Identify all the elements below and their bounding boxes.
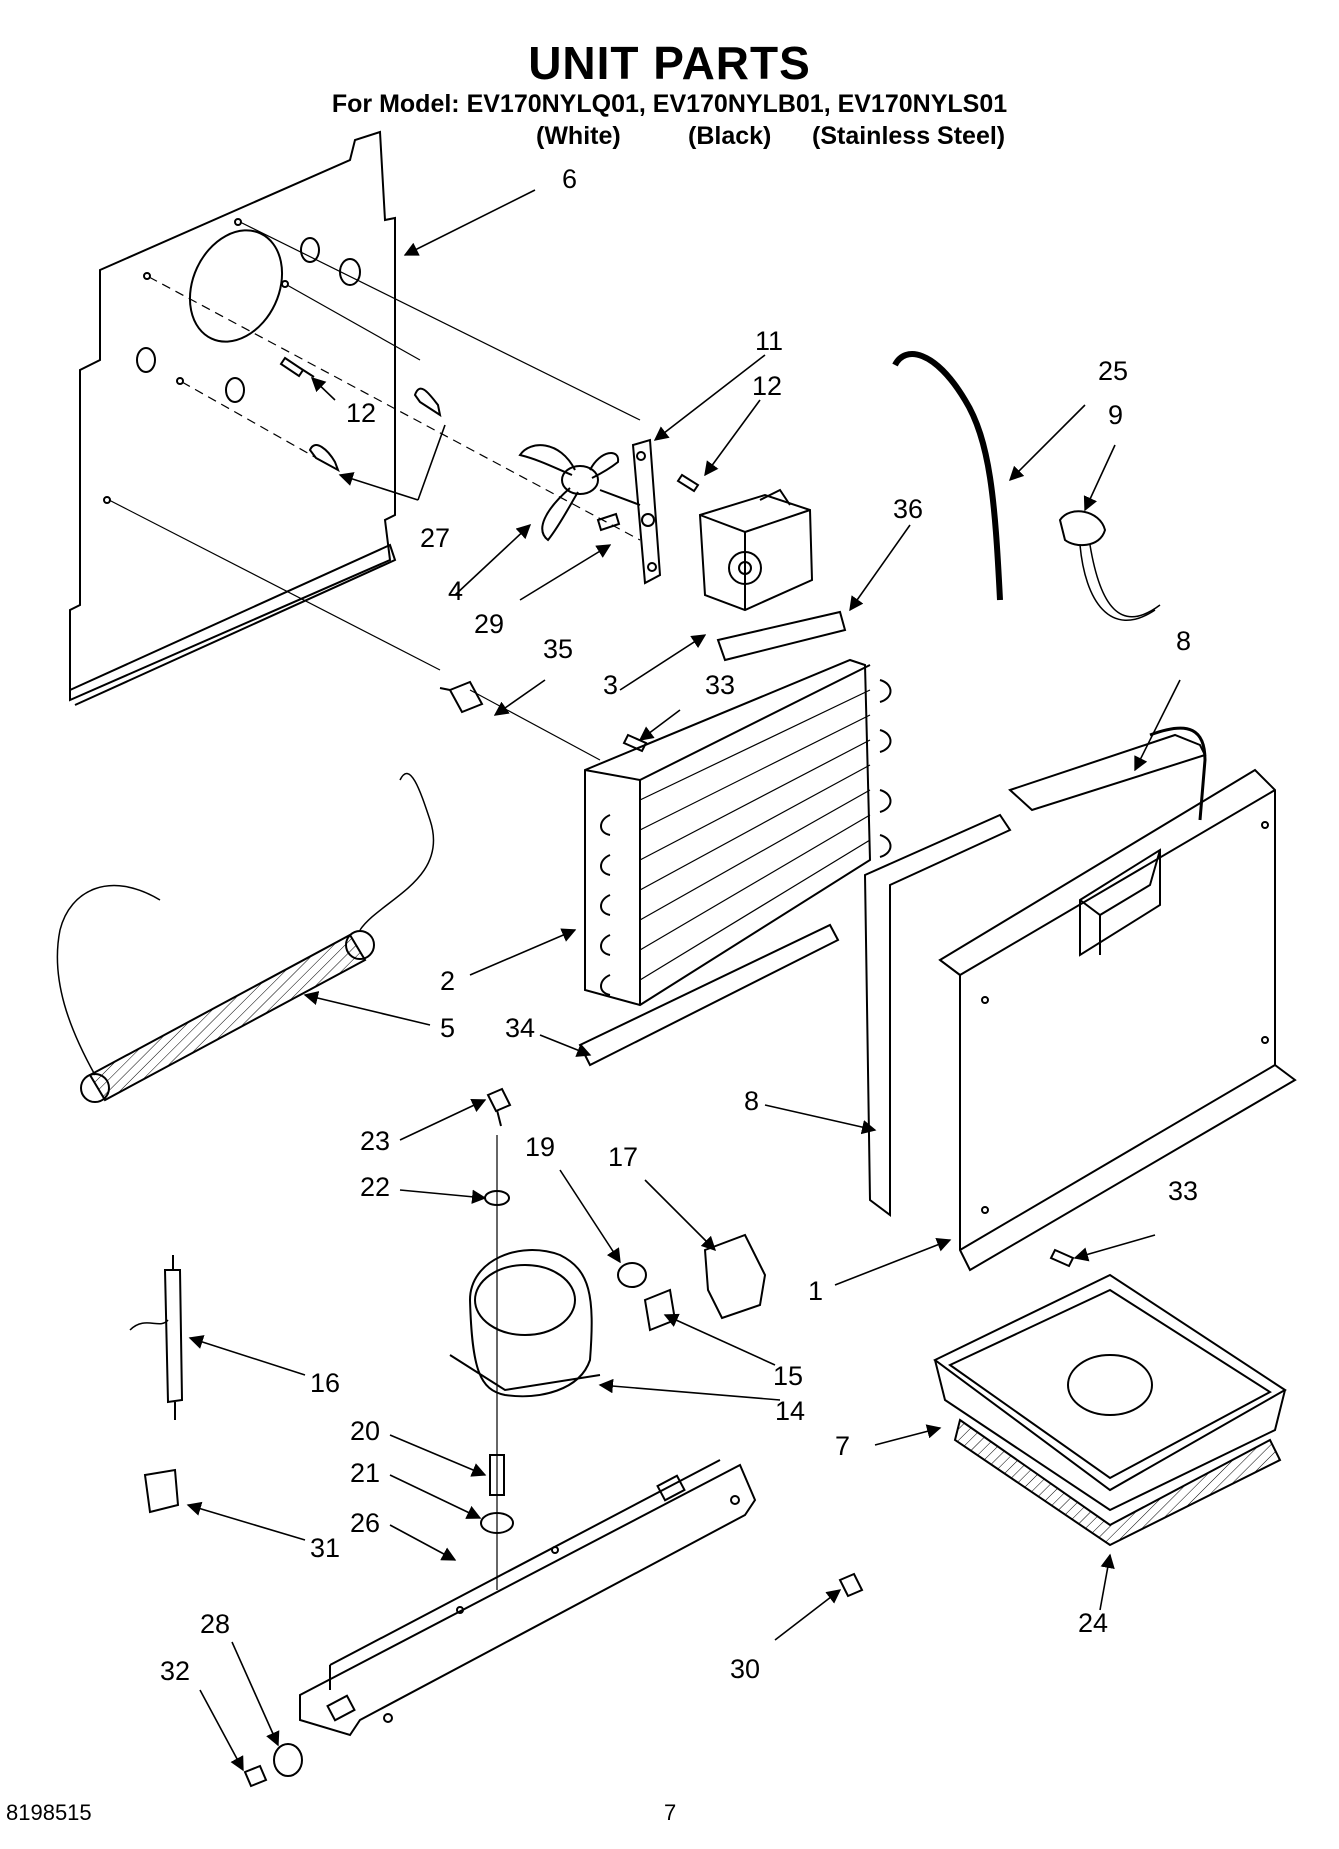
thermostat-part <box>1058 510 1161 622</box>
start-device-part <box>703 1233 767 1320</box>
drain-tube-part <box>892 351 1003 601</box>
callout-35: 35 <box>543 634 573 664</box>
callout-36: 36 <box>893 494 923 524</box>
drier-part <box>163 1255 184 1420</box>
callout-7: 7 <box>835 1431 850 1461</box>
doc-number: 8198515 <box>6 1800 92 1825</box>
fan-blade-part <box>518 444 641 542</box>
callout-17: 17 <box>608 1142 638 1172</box>
spacer-part <box>489 1454 505 1496</box>
callout-9: 9 <box>1108 400 1123 430</box>
callout-29: 29 <box>474 609 504 639</box>
callout-12: 12 <box>346 398 376 428</box>
strip-part <box>716 610 847 662</box>
callout-4: 4 <box>448 576 463 606</box>
model-line: For Model: EV170NYLQ01, EV170NYLB01, EV1… <box>331 90 1008 118</box>
callout-19: 19 <box>525 1132 555 1162</box>
evaporator-coil-part <box>584 658 892 1007</box>
variant-stainless: (Stainless Steel) <box>812 122 1006 150</box>
drain-fitting-part <box>439 680 484 714</box>
page-number: 7 <box>664 1800 677 1825</box>
callout-2: 2 <box>440 966 455 996</box>
callout-30: 30 <box>730 1654 760 1684</box>
bracket-part <box>631 438 662 585</box>
callout-25: 25 <box>1098 356 1128 386</box>
sleeve-part <box>243 1764 268 1788</box>
callout-28: 28 <box>200 1609 230 1639</box>
trough-part <box>578 923 840 1067</box>
callout-24: 24 <box>1078 1608 1108 1638</box>
callout-33: 33 <box>705 670 735 700</box>
variant-white: (White) <box>536 122 621 150</box>
callout-21: 21 <box>350 1458 380 1488</box>
callout-3: 3 <box>603 670 618 700</box>
callout-31: 31 <box>310 1533 340 1563</box>
callout-5: 5 <box>440 1013 455 1043</box>
callout-15: 15 <box>773 1361 803 1391</box>
callout-22: 22 <box>360 1172 390 1202</box>
callout-33: 33 <box>1168 1176 1198 1206</box>
callout-20: 20 <box>350 1416 380 1446</box>
page-title: UNIT PARTS <box>528 37 811 89</box>
variant-black: (Black) <box>688 122 772 150</box>
screw-part <box>596 512 621 532</box>
grommet-part <box>480 1512 514 1534</box>
fan-motor-part <box>698 488 814 612</box>
callout-11: 11 <box>755 326 783 356</box>
drain-pan-part <box>933 1273 1287 1512</box>
relay-part <box>643 1288 677 1332</box>
callout-27: 27 <box>420 523 450 553</box>
strip-part <box>1008 733 1207 812</box>
callout-12: 12 <box>752 371 782 401</box>
screw-part <box>279 356 315 378</box>
screw-part <box>838 1572 864 1598</box>
screw-part <box>1049 1248 1075 1268</box>
overload-part <box>617 1262 647 1288</box>
callout-6: 6 <box>562 164 577 194</box>
rear-panel-part <box>69 130 641 761</box>
callout-34: 34 <box>505 1013 535 1043</box>
liner-panel-part <box>938 768 1297 1272</box>
callout-32: 32 <box>160 1656 190 1686</box>
base-plate-part <box>299 1459 757 1737</box>
callout-1: 1 <box>808 1276 823 1306</box>
clip-part <box>413 387 442 418</box>
callout-8: 8 <box>744 1086 759 1116</box>
compressor-part <box>449 1249 601 1398</box>
callout-8: 8 <box>1176 626 1191 656</box>
callout-16: 16 <box>310 1368 340 1398</box>
capacitor-part <box>143 1468 180 1514</box>
callout-14: 14 <box>775 1396 805 1426</box>
gasket-part <box>863 813 1012 1217</box>
clip-part <box>308 444 340 473</box>
callout-23: 23 <box>360 1126 390 1156</box>
heater-part <box>56 772 435 1103</box>
bolt-part <box>486 1087 512 1127</box>
callout-26: 26 <box>350 1508 380 1538</box>
screw-part <box>676 473 700 493</box>
grommet-part <box>273 1743 303 1777</box>
condenser-part <box>953 1418 1282 1547</box>
